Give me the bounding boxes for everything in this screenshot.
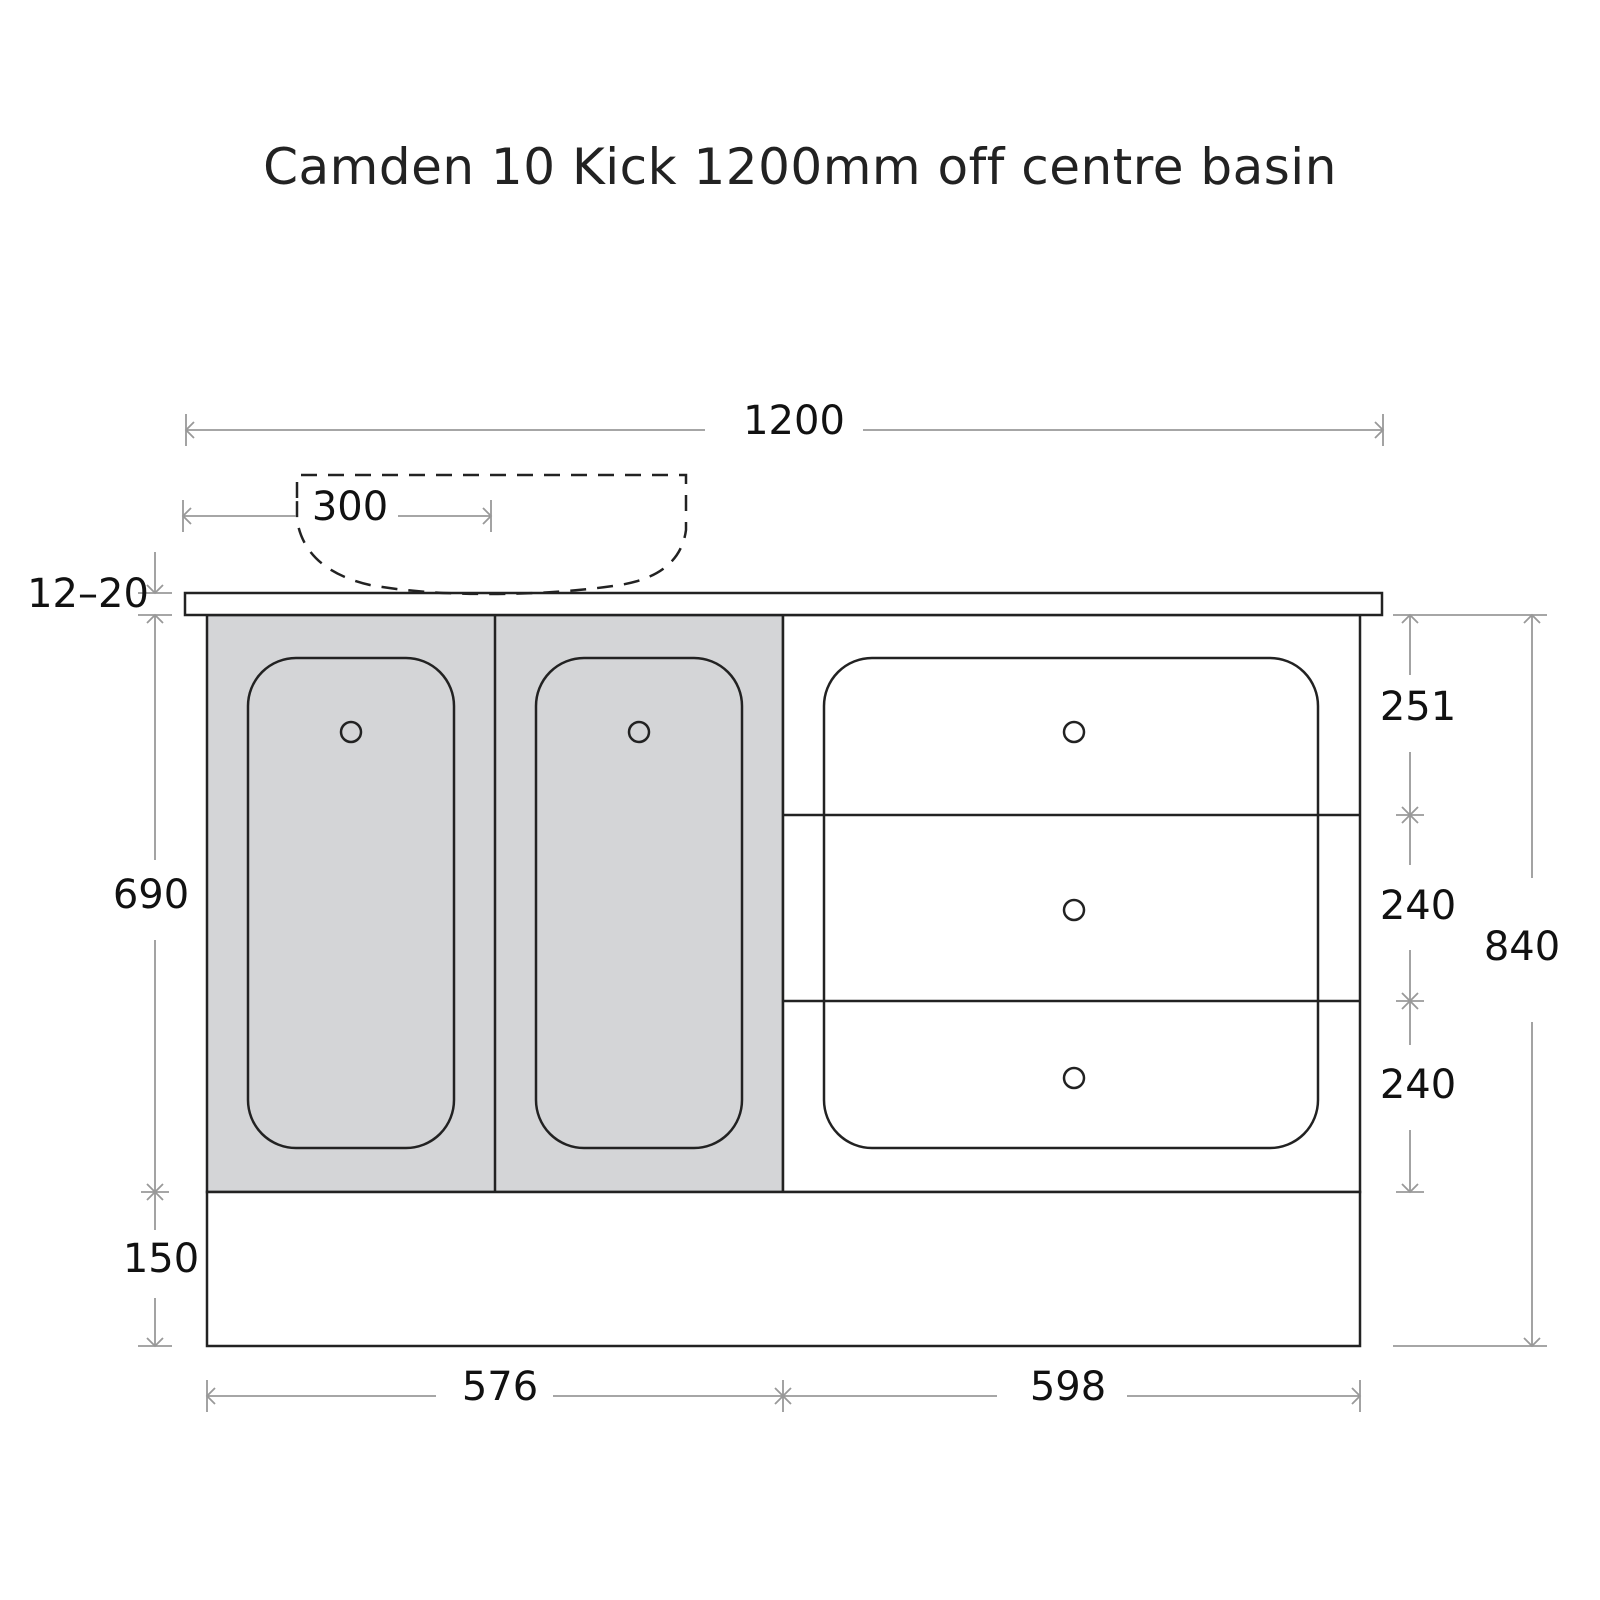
drawer-2-knob-icon (1062, 898, 1086, 922)
dim-overall-height: 840 (1484, 924, 1560, 970)
drawer-1-knob-icon (1062, 720, 1086, 744)
dim-carcass-height: 690 (113, 872, 189, 918)
dim-overall-width: 1200 (743, 398, 845, 444)
door-left-panel (246, 656, 456, 1150)
basin-outline (295, 473, 688, 596)
door-right-knob-icon (627, 720, 651, 744)
dim-kick-height: 150 (123, 1236, 199, 1282)
kick-plinth (205, 1190, 1362, 1348)
drawer-front-panel (822, 656, 1320, 1150)
dim-drawer-2: 240 (1380, 883, 1456, 929)
vanity-top (183, 591, 1384, 617)
dimension-lines (138, 414, 1547, 1412)
dim-drawer-1: 251 (1380, 684, 1456, 730)
dim-basin-offset: 300 (312, 484, 388, 530)
dim-drawer-3: 240 (1380, 1062, 1456, 1108)
drawer-3-knob-icon (1062, 1066, 1086, 1090)
dim-top-thickness: 12–20 (27, 571, 149, 617)
door-section (205, 613, 785, 1194)
dim-door-width: 576 (462, 1364, 538, 1410)
drawer-section (781, 613, 1362, 1194)
door-right-panel (534, 656, 744, 1150)
door-left-knob-icon (339, 720, 363, 744)
diagram-title: Camden 10 Kick 1200mm off centre basin (263, 138, 1337, 196)
dim-drawer-width: 598 (1030, 1364, 1106, 1410)
